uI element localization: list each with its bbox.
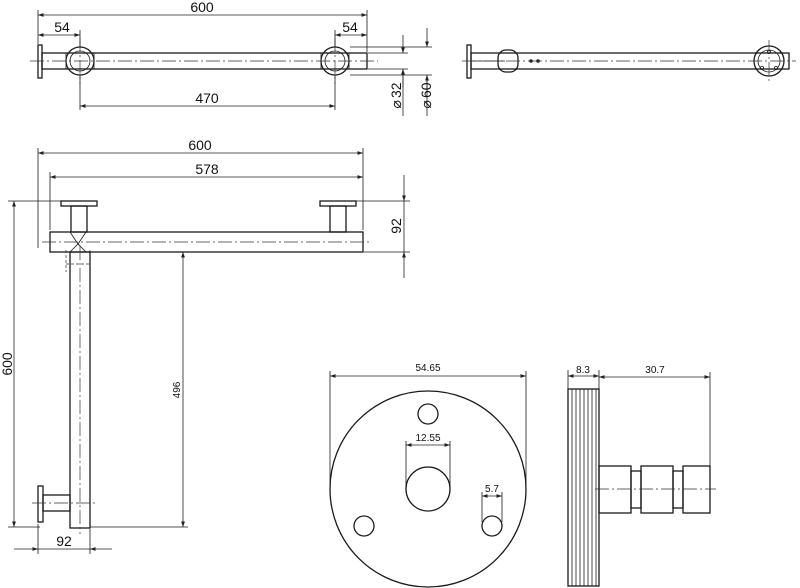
top-view-tube-diameter: 32 [388, 82, 404, 98]
flange-screw-hole-size: 5.7 [485, 484, 499, 495]
top-view-right-offset: 54 [342, 19, 358, 35]
front-view-vertical-inner: 496 [172, 381, 183, 398]
front-view-bottom-bracket [32, 485, 96, 523]
top-view-center-distance: 470 [195, 90, 219, 106]
front-view-projection: 92 [388, 218, 404, 234]
diameter-symbol-32: ⌀ [388, 100, 404, 108]
top-view: 600 54 54 470 ⌀ 32 ⌀ 60 [30, 0, 434, 116]
front-view-total-length: 600 [188, 137, 212, 153]
flange-plate-ribs [571, 389, 597, 586]
flange-outer-diameter: 54.65 [415, 363, 440, 374]
top-view-total-length: 600 [190, 0, 214, 15]
diameter-symbol-60: ⌀ [418, 100, 434, 108]
front-view: 600 578 92 600 496 92 [0, 137, 410, 554]
flange-face-detail: 54.65 12.55 5.7 [329, 363, 527, 588]
flange-plate-side [567, 388, 600, 587]
top-view-flange-diameter: 60 [418, 82, 434, 98]
front-view-bottom-projection: 92 [56, 533, 72, 549]
flange-post-length: 30.7 [645, 365, 665, 376]
top-view-left-offset: 54 [54, 19, 70, 35]
front-view-left-bracket [60, 200, 98, 233]
front-view-vertical-height: 600 [0, 352, 15, 376]
flange-screw-hole-left [353, 515, 375, 537]
flange-thickness: 8.3 [576, 365, 590, 376]
front-view-bar-length: 578 [195, 161, 219, 177]
flange-screw-hole-right [481, 515, 503, 537]
flange-center-hole-size: 12.55 [415, 433, 440, 444]
front-view-right-bracket [319, 200, 357, 233]
side-view [462, 40, 796, 82]
flange-post-side [595, 465, 716, 514]
flange-side-detail: 8.3 30.7 [567, 365, 716, 587]
flange-screw-hole-top [417, 403, 439, 425]
flange-center-hole [405, 466, 451, 512]
